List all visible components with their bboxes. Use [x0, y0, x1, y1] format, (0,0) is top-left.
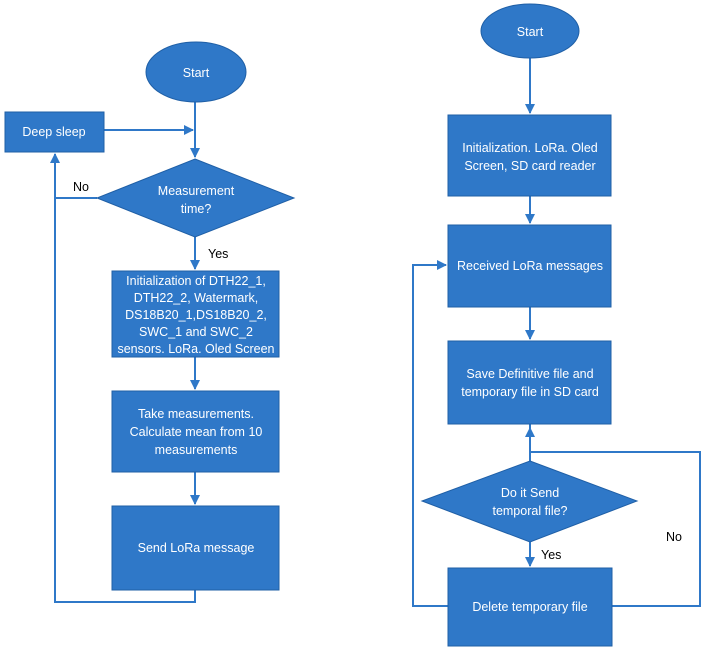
left-start-text: Start	[183, 66, 210, 80]
sensor-init-node	[111, 270, 280, 358]
send-temporal-decision	[420, 460, 639, 543]
right-decision-line-1: Do it Send	[501, 486, 559, 500]
sensor-init-line-5: sensors. LoRa. Oled Screen	[117, 342, 274, 356]
measure-line-1: Take measurements.	[138, 407, 254, 421]
received-lora-node	[447, 224, 612, 308]
right-yes-label: Yes	[541, 548, 561, 562]
sensor-init-line-3: DS18B20_1,DS18B20_2,	[125, 308, 267, 322]
send-lora-text: Send LoRa message	[138, 541, 255, 555]
save-files-line-1: Save Definitive file and	[466, 367, 593, 381]
left-yes-label: Yes	[208, 247, 228, 261]
left-start-node	[145, 41, 247, 103]
send-lora-node	[111, 505, 280, 591]
sensor-init-line-4: SWC_1 and SWC_2	[139, 325, 253, 339]
right-flowchart: Start Initialization. LoRa. Oled Screen,…	[412, 3, 701, 647]
delete-temp-file-text: Delete temporary file	[472, 600, 587, 614]
measure-line-2: Calculate mean from 10	[130, 425, 263, 439]
sensor-init-line-2: DTH22_2, Watermark,	[134, 291, 259, 305]
save-files-line-2: temporary file in SD card	[461, 385, 599, 399]
left-no-label: No	[73, 180, 89, 194]
deep-sleep-node	[4, 111, 105, 153]
deep-sleep-text: Deep sleep	[22, 125, 85, 139]
sensor-init-line-1: Initialization of DTH22_1,	[126, 274, 266, 288]
measurement-time-decision	[95, 158, 296, 238]
lora-init-line-1: Initialization. LoRa. Oled	[462, 141, 598, 155]
received-lora-text: Received LoRa messages	[457, 259, 603, 273]
decision-line-2: time?	[181, 202, 212, 216]
right-no-label: No	[666, 530, 682, 544]
right-decision-line-2: temporal file?	[492, 504, 567, 518]
right-start-text: Start	[517, 25, 544, 39]
save-files-node	[447, 340, 612, 425]
measure-line-3: measurements	[155, 443, 238, 457]
delete-temp-file-node	[447, 567, 613, 647]
edge-delete-loop-to-decision	[525, 427, 701, 607]
lora-init-node	[447, 114, 612, 197]
edge-delete-loop-to-receive	[412, 260, 448, 607]
left-flowchart: Start Deep sleep Measurement time? No Ye…	[4, 41, 296, 603]
decision-line-1: Measurement	[158, 184, 235, 198]
lora-init-line-2: Screen, SD card reader	[464, 159, 595, 173]
take-measurements-node	[111, 390, 280, 473]
right-start-node	[480, 3, 580, 59]
edge-send-loop-to-deep-sleep	[50, 153, 196, 603]
